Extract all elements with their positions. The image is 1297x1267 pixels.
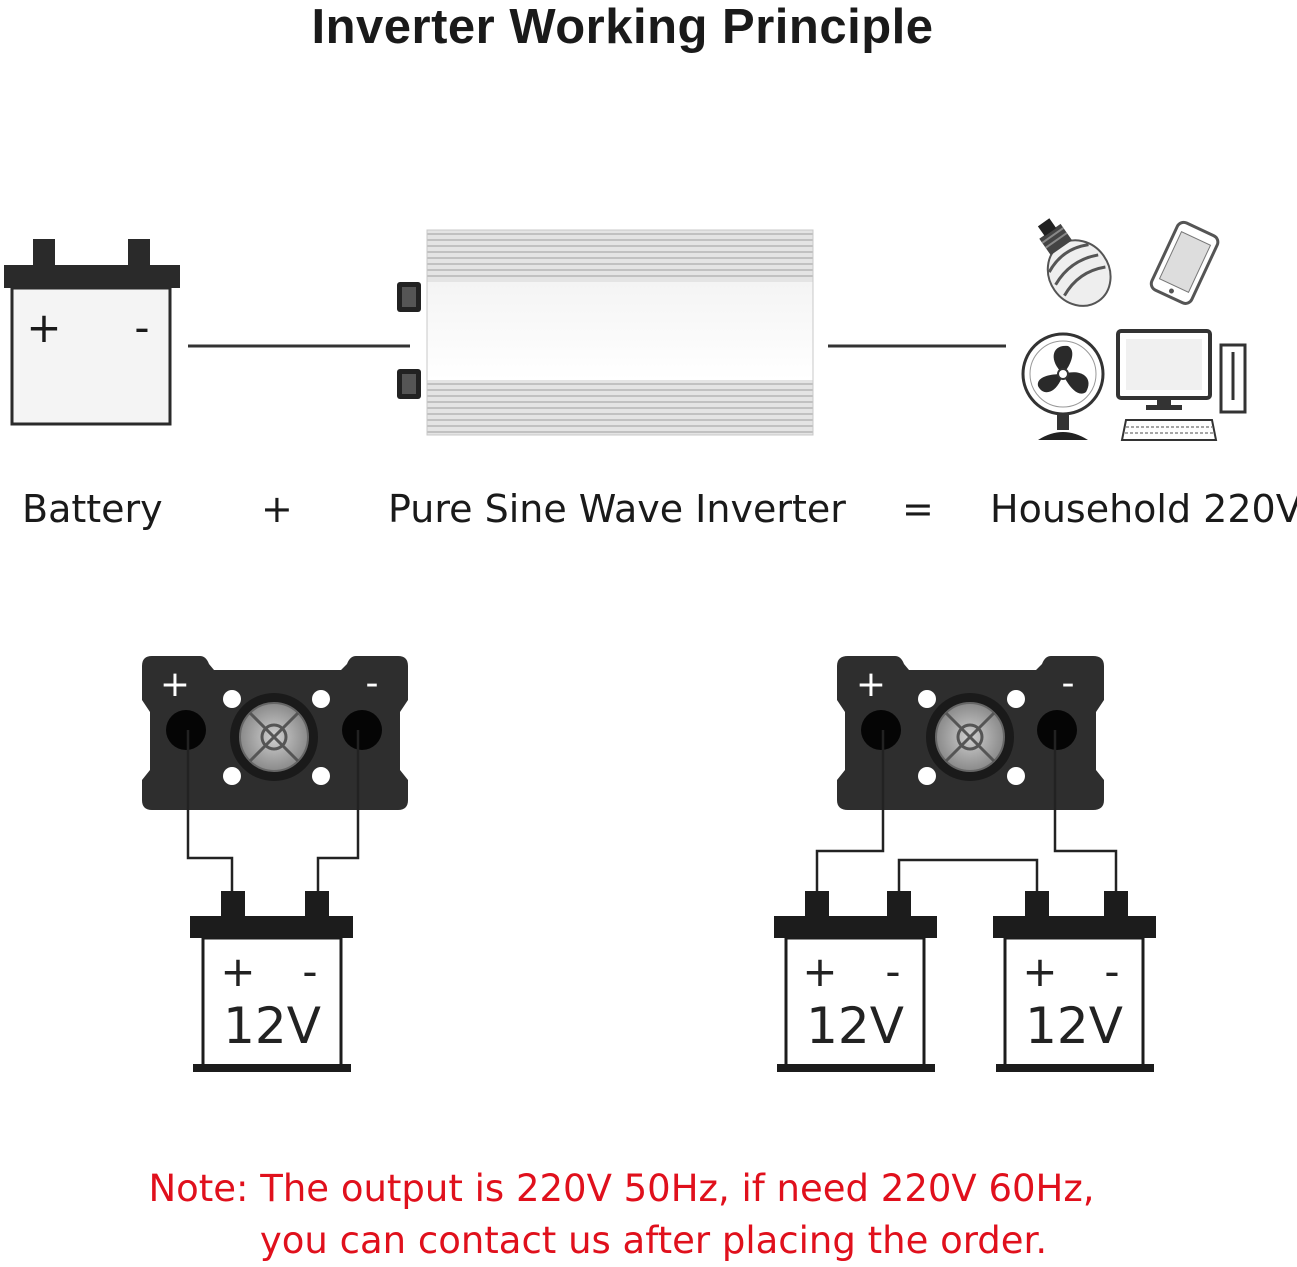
inverter-front-panel-dual: + - — [837, 656, 1104, 810]
battery-dual-b: + - 12V — [993, 891, 1156, 1072]
fan-icon — [1021, 332, 1105, 440]
battery-b-minus: - — [1104, 947, 1119, 996]
battery-plus-label: + — [26, 303, 61, 352]
battery-single-plus: + — [220, 947, 255, 996]
battery-b-plus: + — [1022, 947, 1057, 996]
battery-a-plus: + — [802, 947, 837, 996]
battery-a-minus: - — [885, 947, 900, 996]
light-bulb-icon — [1037, 218, 1112, 307]
inverter-icon — [397, 229, 814, 436]
terminal-minus-label: - — [366, 663, 379, 704]
wiring-single — [186, 730, 360, 895]
battery-single-minus: - — [302, 947, 317, 996]
terminal-plus-label-dual: + — [856, 664, 886, 705]
computer-icon — [1116, 329, 1247, 441]
battery-single-voltage: 12V — [223, 997, 321, 1055]
wiring-dual — [815, 730, 1118, 895]
caption-equals: = — [902, 487, 934, 531]
caption-battery: Battery — [22, 487, 163, 531]
inverter-front-panel-single: + - — [142, 656, 408, 810]
terminal-plus-label: + — [160, 664, 190, 705]
battery-dual-a: + - 12V — [774, 891, 937, 1072]
note-line-2: you can contact us after placing the ord… — [259, 1219, 1048, 1262]
caption-plus: + — [261, 487, 293, 531]
battery-icon: + - — [4, 239, 180, 426]
caption-household: Household 220V — [990, 487, 1297, 531]
battery-a-voltage: 12V — [806, 997, 904, 1055]
terminal-minus-label-dual: - — [1062, 663, 1075, 704]
battery-b-voltage: 12V — [1025, 997, 1123, 1055]
note-line-1: Note: The output is 220V 50Hz, if need 2… — [148, 1167, 1095, 1210]
battery-single: + - 12V — [190, 891, 353, 1072]
caption-inverter: Pure Sine Wave Inverter — [388, 487, 846, 531]
smartphone-icon — [1149, 220, 1220, 305]
battery-minus-label: - — [134, 303, 149, 352]
page-title: Inverter Working Principle — [311, 0, 934, 54]
